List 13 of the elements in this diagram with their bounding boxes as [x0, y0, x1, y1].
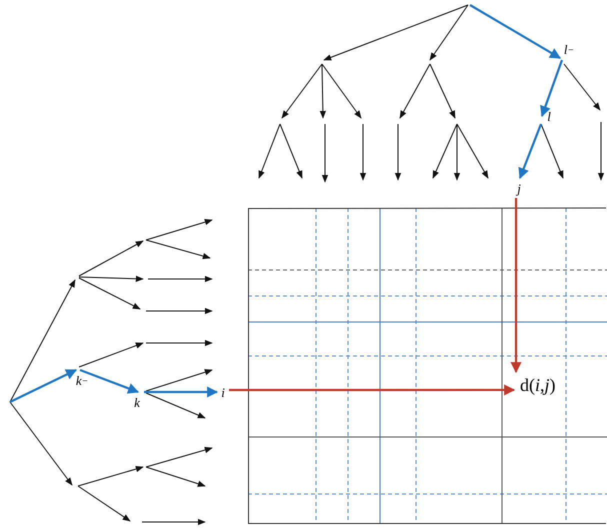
- arrow: [10, 369, 77, 403]
- arrow: [518, 124, 542, 180]
- arrow: [469, 4, 561, 59]
- arrow: [229, 384, 516, 396]
- variable-label: l: [541, 106, 557, 126]
- arrow: [510, 198, 522, 374]
- arrow: [144, 386, 218, 398]
- arrow: [80, 368, 139, 394]
- variable-label: j: [512, 178, 526, 198]
- variable-label: i: [217, 382, 229, 402]
- arrow: [540, 60, 564, 118]
- variable-label: k: [130, 392, 144, 412]
- distance-label: d(i,j): [514, 372, 572, 398]
